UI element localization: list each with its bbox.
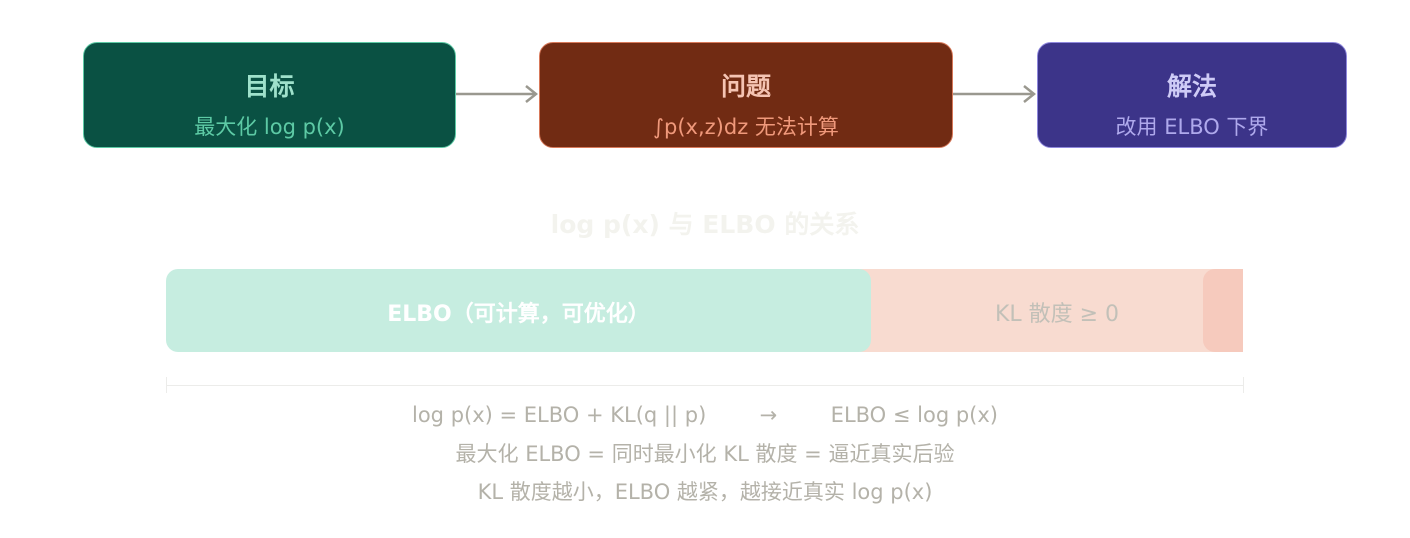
solution-title: 解法 [1166,72,1217,101]
arrow-icon [953,85,1037,103]
elbo-bar: ELBO（可计算，可优化） [166,269,871,352]
goal-subtitle: 最大化 log p(x) [194,115,345,139]
problem-subtitle: ∫p(x,z)dz 无法计算 [653,115,839,139]
problem-title: 问题 [720,72,771,101]
equation-line: log p(x) = ELBO + KL(q || p) → ELBO ≤ lo… [412,403,998,427]
flow-box-solution: 解法 改用 ELBO 下界 [1037,42,1347,148]
goal-title: 目标 [244,72,295,101]
flow-box-problem: 问题 ∫p(x,z)dz 无法计算 [539,42,953,148]
solution-subtitle: 改用 ELBO 下界 [1115,115,1269,139]
arrow-icon [456,85,539,103]
kl-bar: KL 散度 ≥ 0 [860,269,1243,352]
axis-tick [166,377,167,393]
flow-box-goal: 目标 最大化 log p(x) [83,42,456,148]
kl-bar-end [1203,269,1243,352]
elbo-label: ELBO（可计算，可优化） [387,302,650,327]
axis-tick [1243,377,1244,393]
explanation-line: 最大化 ELBO = 同时最小化 KL 散度 = 逼近真实后验 [455,442,955,466]
relation-title: log p(x) 与 ELBO 的关系 [550,210,860,239]
kl-label: KL 散度 ≥ 0 [994,302,1120,327]
axis-line [166,385,1243,386]
explanation-line: KL 散度越小，ELBO 越紧，越接近真实 log p(x) [477,480,933,504]
